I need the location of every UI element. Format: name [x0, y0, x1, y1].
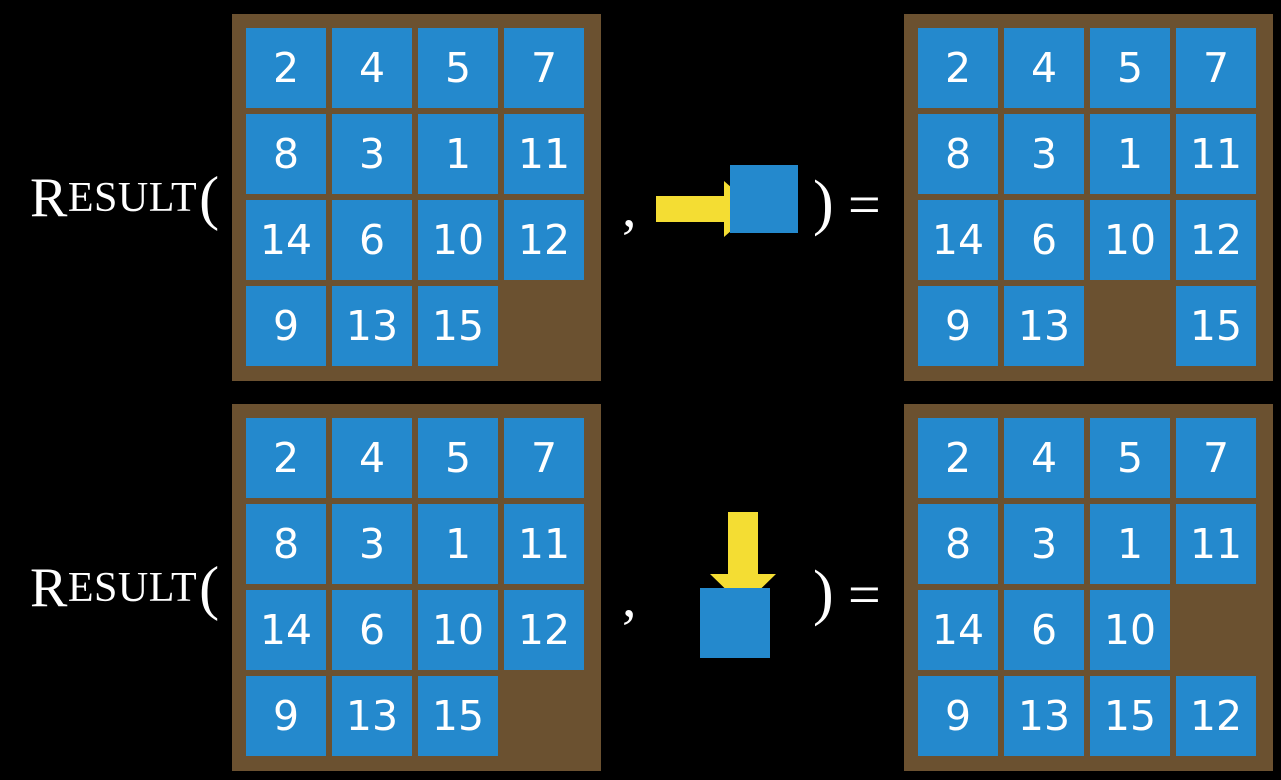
- close-paren: ): [813, 169, 834, 237]
- comma: ,: [622, 174, 637, 239]
- result-label-right: R ESULT (: [30, 168, 220, 228]
- tile[interactable]: 15: [418, 676, 498, 756]
- tile[interactable]: 11: [1176, 504, 1256, 584]
- empty-slot[interactable]: [1176, 590, 1256, 670]
- action-operand-down: , ) =: [610, 390, 900, 780]
- tile[interactable]: 2: [246, 28, 326, 108]
- output-board-right: 2 4 5 7 8 3 1 11 14 6 10 12 9 13 15: [904, 14, 1273, 381]
- tile[interactable]: 1: [418, 504, 498, 584]
- tile[interactable]: 7: [504, 418, 584, 498]
- tile[interactable]: 5: [1090, 418, 1170, 498]
- tile[interactable]: 13: [332, 286, 412, 366]
- tile-grid: 2 4 5 7 8 3 1 11 14 6 10 12 9 13 15: [918, 28, 1259, 366]
- result-label-open-paren: (: [199, 555, 220, 621]
- tile[interactable]: 6: [1004, 590, 1084, 670]
- tile[interactable]: 5: [418, 28, 498, 108]
- tile[interactable]: 9: [246, 286, 326, 366]
- close-paren: ): [813, 559, 834, 627]
- result-label-cap: R: [30, 167, 68, 229]
- tile[interactable]: 11: [1176, 114, 1256, 194]
- tile[interactable]: 1: [418, 114, 498, 194]
- tile[interactable]: 6: [332, 590, 412, 670]
- tile[interactable]: 9: [918, 286, 998, 366]
- tile[interactable]: 3: [1004, 504, 1084, 584]
- tile[interactable]: 13: [332, 676, 412, 756]
- tile[interactable]: 9: [918, 676, 998, 756]
- tile[interactable]: 10: [418, 590, 498, 670]
- tile[interactable]: 7: [1176, 418, 1256, 498]
- result-label-small: ESULT: [67, 175, 198, 221]
- equals-sign: =: [848, 562, 881, 627]
- empty-slot[interactable]: [1090, 286, 1170, 366]
- tile[interactable]: 8: [918, 504, 998, 584]
- empty-slot[interactable]: [504, 676, 584, 756]
- blank-tile-indicator[interactable]: [700, 588, 770, 658]
- input-board-right: 2 4 5 7 8 3 1 11 14 6 10 12 9 13 15: [232, 14, 601, 381]
- result-label-small: ESULT: [67, 565, 198, 611]
- empty-slot[interactable]: [504, 286, 584, 366]
- tile[interactable]: 13: [1004, 286, 1084, 366]
- tile-grid: 2 4 5 7 8 3 1 11 14 6 10 12 9 13 15: [246, 418, 587, 756]
- tile[interactable]: 7: [504, 28, 584, 108]
- tile[interactable]: 7: [1176, 28, 1256, 108]
- tile[interactable]: 14: [918, 590, 998, 670]
- result-label-open-paren: (: [199, 165, 220, 231]
- tile[interactable]: 15: [1090, 676, 1170, 756]
- tile[interactable]: 13: [1004, 676, 1084, 756]
- tile[interactable]: 2: [918, 28, 998, 108]
- tile[interactable]: 12: [504, 200, 584, 280]
- tile[interactable]: 1: [1090, 504, 1170, 584]
- tile[interactable]: 8: [246, 504, 326, 584]
- tile[interactable]: 15: [418, 286, 498, 366]
- input-board-down: 2 4 5 7 8 3 1 11 14 6 10 12 9 13 15: [232, 404, 601, 771]
- tile[interactable]: 4: [332, 28, 412, 108]
- tile[interactable]: 2: [918, 418, 998, 498]
- tile[interactable]: 4: [1004, 28, 1084, 108]
- comma: ,: [622, 564, 637, 629]
- blank-tile-indicator[interactable]: [730, 165, 798, 233]
- tile[interactable]: 8: [918, 114, 998, 194]
- equation-down: R ESULT ( 2 4 5 7 8 3 1 11 14 6 10 12 9 …: [0, 390, 1281, 780]
- tile[interactable]: 14: [918, 200, 998, 280]
- tile[interactable]: 10: [1090, 200, 1170, 280]
- tile[interactable]: 3: [332, 114, 412, 194]
- tile[interactable]: 5: [1090, 28, 1170, 108]
- tile[interactable]: 4: [1004, 418, 1084, 498]
- tile[interactable]: 1: [1090, 114, 1170, 194]
- arrow-down-icon: [710, 512, 776, 606]
- tile[interactable]: 2: [246, 418, 326, 498]
- tile[interactable]: 14: [246, 200, 326, 280]
- tile[interactable]: 5: [418, 418, 498, 498]
- tile[interactable]: 15: [1176, 286, 1256, 366]
- result-label-cap: R: [30, 557, 68, 619]
- output-board-down: 2 4 5 7 8 3 1 11 14 6 10 9 13 15 12: [904, 404, 1273, 771]
- equals-sign: =: [848, 172, 881, 237]
- tile[interactable]: 9: [246, 676, 326, 756]
- tile[interactable]: 11: [504, 114, 584, 194]
- result-label-down: R ESULT (: [30, 558, 220, 618]
- tile[interactable]: 10: [418, 200, 498, 280]
- equation-right: R ESULT ( 2 4 5 7 8 3 1 11 14 6 10 12 9 …: [30, 0, 1273, 390]
- tile[interactable]: 14: [246, 590, 326, 670]
- tile[interactable]: 4: [332, 418, 412, 498]
- action-operand-right: , ) =: [610, 0, 900, 390]
- tile[interactable]: 6: [332, 200, 412, 280]
- tile[interactable]: 12: [504, 590, 584, 670]
- tile[interactable]: 6: [1004, 200, 1084, 280]
- tile[interactable]: 3: [1004, 114, 1084, 194]
- tile[interactable]: 11: [504, 504, 584, 584]
- tile[interactable]: 8: [246, 114, 326, 194]
- tile[interactable]: 3: [332, 504, 412, 584]
- tile-grid: 2 4 5 7 8 3 1 11 14 6 10 12 9 13 15: [246, 28, 587, 366]
- tile[interactable]: 12: [1176, 676, 1256, 756]
- tile[interactable]: 10: [1090, 590, 1170, 670]
- tile[interactable]: 12: [1176, 200, 1256, 280]
- tile-grid: 2 4 5 7 8 3 1 11 14 6 10 9 13 15 12: [918, 418, 1259, 756]
